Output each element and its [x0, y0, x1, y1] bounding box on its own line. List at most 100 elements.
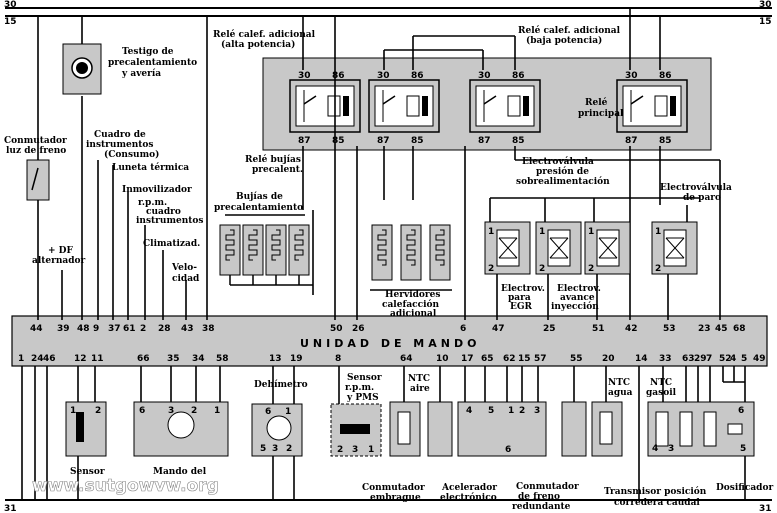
- ecu-pin-bottom: 62: [503, 354, 516, 364]
- label-ev-egr-1: Electrov.: [501, 284, 545, 294]
- label-ev-presion-2: presión de: [536, 166, 589, 177]
- svg-text:2: 2: [95, 406, 101, 416]
- heaters: [370, 224, 452, 291]
- ecu-pin-top: 25: [543, 324, 556, 334]
- label-rpm-1: r.p.m.: [138, 198, 167, 208]
- ecu-pin-top: 2: [140, 324, 146, 334]
- label-bujias-2: precalentamiento: [214, 203, 303, 213]
- label-ev-avance-2: avance: [560, 293, 595, 303]
- ecu-pin-bottom: 8: [335, 354, 341, 364]
- ecu-pin-bottom: 15: [518, 354, 531, 364]
- ecu-pin-bottom: 13: [269, 354, 282, 364]
- ecu-pin-bottom: 1: [18, 354, 24, 364]
- ecu-pin-bottom: 12: [74, 354, 87, 364]
- rail-31-left: 31: [4, 504, 17, 513]
- rail-30-left: 30: [4, 0, 17, 10]
- relay-pin: 87: [377, 136, 390, 146]
- label-testigo-3: y avería: [121, 68, 161, 79]
- svg-text:1: 1: [285, 407, 291, 417]
- label-conm-embrague-2: embrague: [370, 493, 421, 503]
- label-freno-red-3: redundante: [512, 502, 571, 512]
- ecu-pin-top: 6: [460, 324, 466, 334]
- ecu-pin-bottom: 34: [192, 354, 205, 364]
- ecu-pin-top: 23: [698, 324, 711, 334]
- label-luneta: Luneta térmica: [112, 162, 189, 173]
- labels: Testigo de precalentamiento y avería Con…: [4, 25, 773, 512]
- label-acelerador-2: electrónico: [440, 492, 497, 503]
- solenoid-valve: 12: [651, 221, 698, 275]
- label-testigo-1: Testigo de: [122, 47, 174, 57]
- ecu-pin-top: 28: [158, 324, 171, 334]
- label-rpm-2: cuadro: [146, 207, 181, 217]
- relay-pin: 86: [512, 71, 525, 81]
- label-transmisor-1: Transmisor posición: [604, 486, 707, 497]
- ecu-pin-bottom: 49: [753, 354, 766, 364]
- solenoid-valve: 12: [484, 221, 531, 275]
- label-bujias-1: Bujías de: [236, 191, 283, 202]
- ecu-pin-top: 53: [663, 324, 676, 334]
- rail-30-right: 30: [759, 0, 772, 10]
- label-mando-del: Mando del: [153, 467, 207, 477]
- relay-pin: 85: [411, 136, 424, 146]
- label-conm-embrague-1: Conmutador: [362, 483, 425, 493]
- solenoid-valve: 12: [535, 221, 582, 275]
- ecu-pin-bottom: 17: [461, 354, 474, 364]
- glow-plugs: [219, 214, 310, 285]
- svg-text:6: 6: [139, 406, 145, 416]
- label-ev-avance-1: Electrov.: [557, 284, 601, 294]
- ecu-pin-top: 51: [592, 324, 605, 334]
- svg-text:3: 3: [534, 406, 540, 416]
- label-rele-alta-1: Relé calef. adicional: [213, 29, 316, 40]
- ecu-pin-top: 47: [492, 324, 505, 334]
- label-hervidores-2: calefacción: [382, 299, 440, 310]
- label-ev-paro-1: Electroválvula: [660, 182, 732, 193]
- acelerador-box: [457, 401, 547, 457]
- label-ntc-agua-1: NTC: [608, 378, 630, 388]
- label-inmovilizador: Inmovilizador: [122, 185, 192, 195]
- svg-text:6: 6: [265, 407, 271, 417]
- ecu-pin-bottom: 57: [534, 354, 547, 364]
- label-cuadro-1: Cuadro de: [94, 130, 146, 140]
- ecu-box: [11, 315, 768, 367]
- svg-text:3: 3: [272, 444, 278, 454]
- ntc-agua-box: [591, 401, 623, 457]
- svg-text:2: 2: [655, 264, 661, 274]
- brake-switch: [26, 159, 50, 201]
- svg-text:2: 2: [286, 444, 292, 454]
- ecu-pin-bottom: 7: [706, 354, 712, 364]
- label-climatizad: Climatizad.: [143, 239, 200, 249]
- svg-text:2: 2: [337, 445, 343, 455]
- label-hervidores-3: adicional: [390, 309, 437, 319]
- label-rele-principal-2: principal: [578, 109, 624, 119]
- ecu-pin-bottom: 4: [730, 354, 736, 364]
- label-ev-egr-2: para: [508, 293, 531, 303]
- label-cuadro-2: instrumentos: [86, 140, 154, 150]
- ecu-pin-bottom: 63: [682, 354, 695, 364]
- ecu-pin-top: 61: [123, 324, 136, 334]
- freno-red-box: [561, 401, 587, 457]
- label-freno-red-1: Conmutador: [516, 482, 579, 492]
- ecu-pin-bottom: 24: [31, 354, 44, 364]
- svg-text:1: 1: [655, 227, 661, 237]
- ecu-pin-bottom: 14: [635, 354, 648, 364]
- label-ntc-agua-2: agua: [608, 388, 633, 398]
- label-acelerador-1: Acelerador: [441, 483, 497, 493]
- label-rele-alta-2: (alta potencia): [221, 39, 295, 50]
- label-rele-baja-2: (baja potencia): [526, 35, 602, 46]
- ecu-pin-bottom: 55: [570, 354, 583, 364]
- svg-text:1: 1: [488, 227, 494, 237]
- ecu-pin-top: 68: [733, 324, 746, 334]
- ecu-pin-bottom: 11: [91, 354, 104, 364]
- svg-text:6: 6: [738, 406, 744, 416]
- svg-text:2: 2: [488, 264, 494, 274]
- relay-pin: 30: [625, 71, 638, 81]
- label-velocidad-2: cidad: [172, 274, 200, 284]
- embrague-box: [427, 401, 453, 457]
- ecu-pin-top: 9: [93, 324, 99, 334]
- svg-text:1: 1: [588, 227, 594, 237]
